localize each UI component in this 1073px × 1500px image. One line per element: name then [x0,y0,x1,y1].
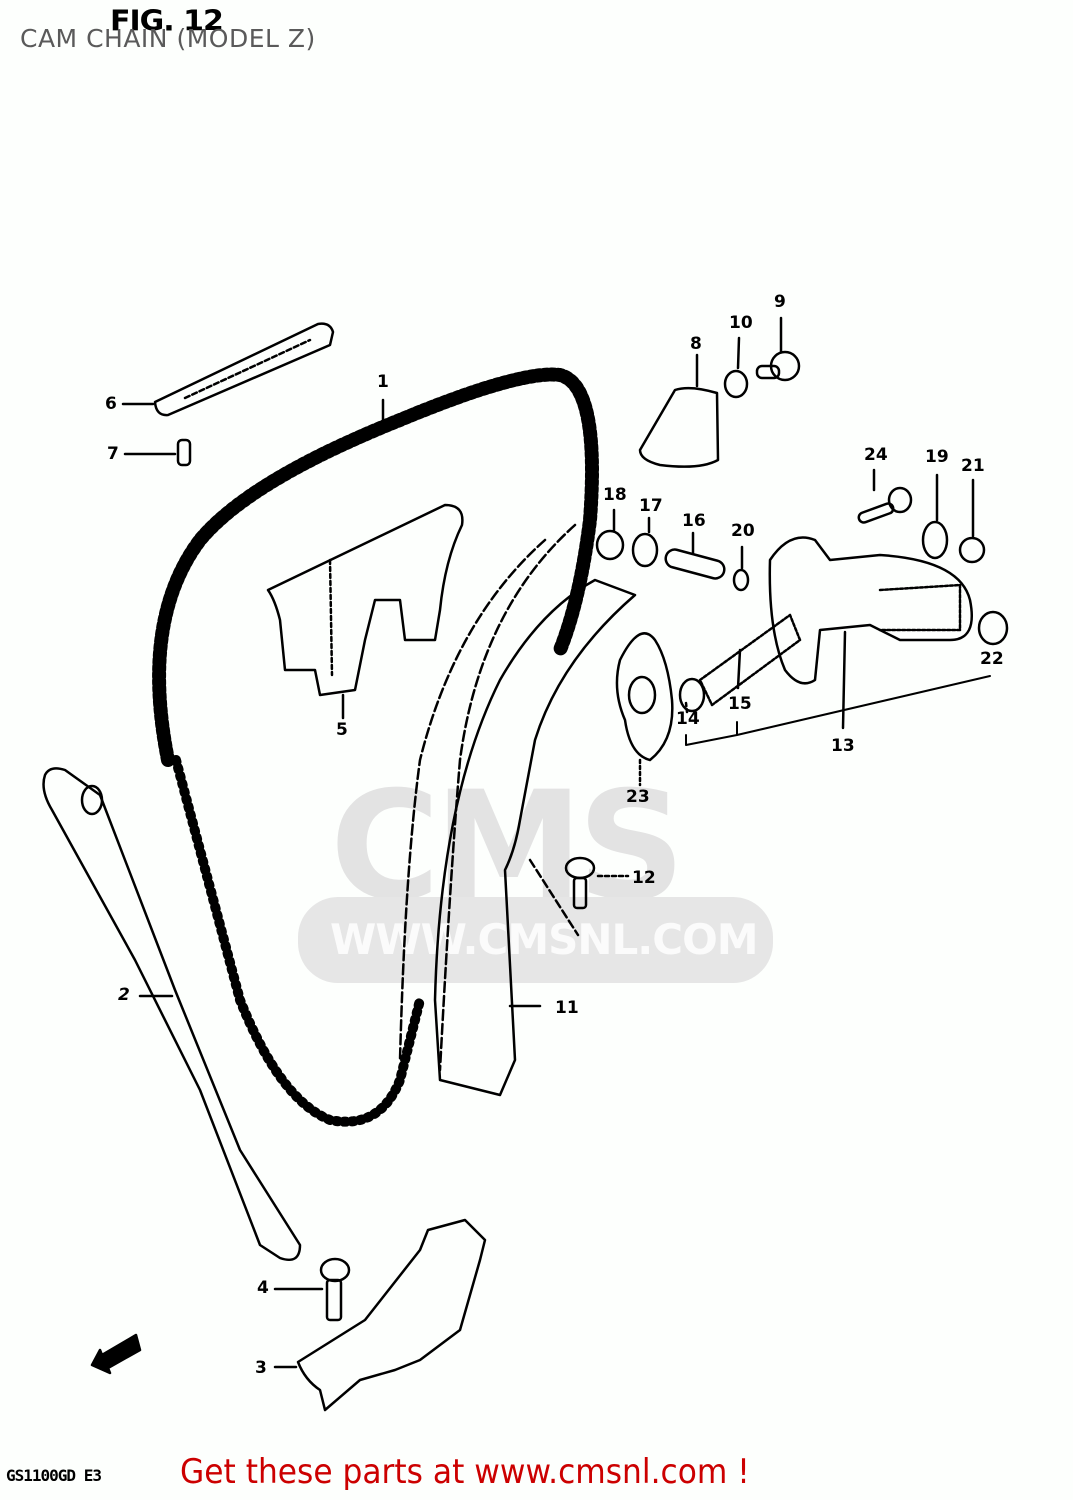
part-4-bolt [273,1257,351,1322]
page-title: CAM CHAIN (MODEL Z) [20,24,316,53]
part-17-washer [631,516,659,568]
assembly-bracket-line [685,675,991,746]
part-8-cap [638,353,720,468]
callout-20[interactable]: 20 [731,521,755,541]
callout-11[interactable]: 11 [555,998,579,1018]
part-21-cap-nut [958,478,986,564]
part-10-washer [723,336,749,399]
callout-17[interactable]: 17 [639,496,663,516]
callout-12[interactable]: 12 [632,868,656,888]
part-20-washer [732,545,750,592]
callout-19[interactable]: 19 [925,447,949,467]
callout-6[interactable]: 6 [105,394,117,414]
part-7-bolt [123,438,192,467]
part-18-nut [595,508,625,561]
callout-16[interactable]: 16 [682,511,706,531]
figure-label: FIG. 12 [110,4,224,39]
callout-7[interactable]: 7 [107,444,119,464]
part-15-spring [698,613,802,707]
callout-21[interactable]: 21 [961,456,985,476]
part-13-tensioner-body [768,536,973,730]
callout-10[interactable]: 10 [729,313,753,333]
part-9-bolt [755,316,801,382]
callout-9[interactable]: 9 [774,292,786,312]
part-11-chain-guide [398,523,637,1097]
callout-1[interactable]: 1 [377,372,389,392]
callout-23[interactable]: 23 [626,787,650,807]
callout-15[interactable]: 15 [728,694,752,714]
callout-3[interactable]: 3 [255,1358,267,1378]
part-12-bolt [528,856,630,937]
callout-2[interactable]: 2 [118,985,130,1005]
part-3-bracket [273,1218,487,1412]
part-14-plunger [678,677,706,714]
watermark-banner [298,897,773,983]
part-23-gasket [615,632,674,787]
part-5-guide [266,503,464,720]
callout-14[interactable]: 14 [676,709,700,729]
callout-13[interactable]: 13 [831,736,855,756]
front-direction-arrow-icon [90,1333,142,1375]
callout-8[interactable]: 8 [690,334,702,354]
part-22-nut [977,610,1009,646]
callout-4[interactable]: 4 [257,1278,269,1298]
callout-5[interactable]: 5 [336,720,348,740]
part-24-bolt [857,468,913,524]
part-2-tensioner-guide [42,767,302,1262]
watermark-url: WWW.CMSNL.COM [330,915,759,964]
part-19-o-ring [921,473,949,560]
callout-18[interactable]: 18 [603,485,627,505]
part-6-guide-plate [153,322,335,417]
cmsnl-link[interactable]: Get these parts at www.cmsnl.com ! [180,1452,750,1492]
part-1-cam-chain [152,367,599,1127]
model-code: GS1100GD E3 [6,1466,102,1485]
part-16-pin [664,531,726,580]
callout-22[interactable]: 22 [980,649,1004,669]
callout-24[interactable]: 24 [864,445,888,465]
